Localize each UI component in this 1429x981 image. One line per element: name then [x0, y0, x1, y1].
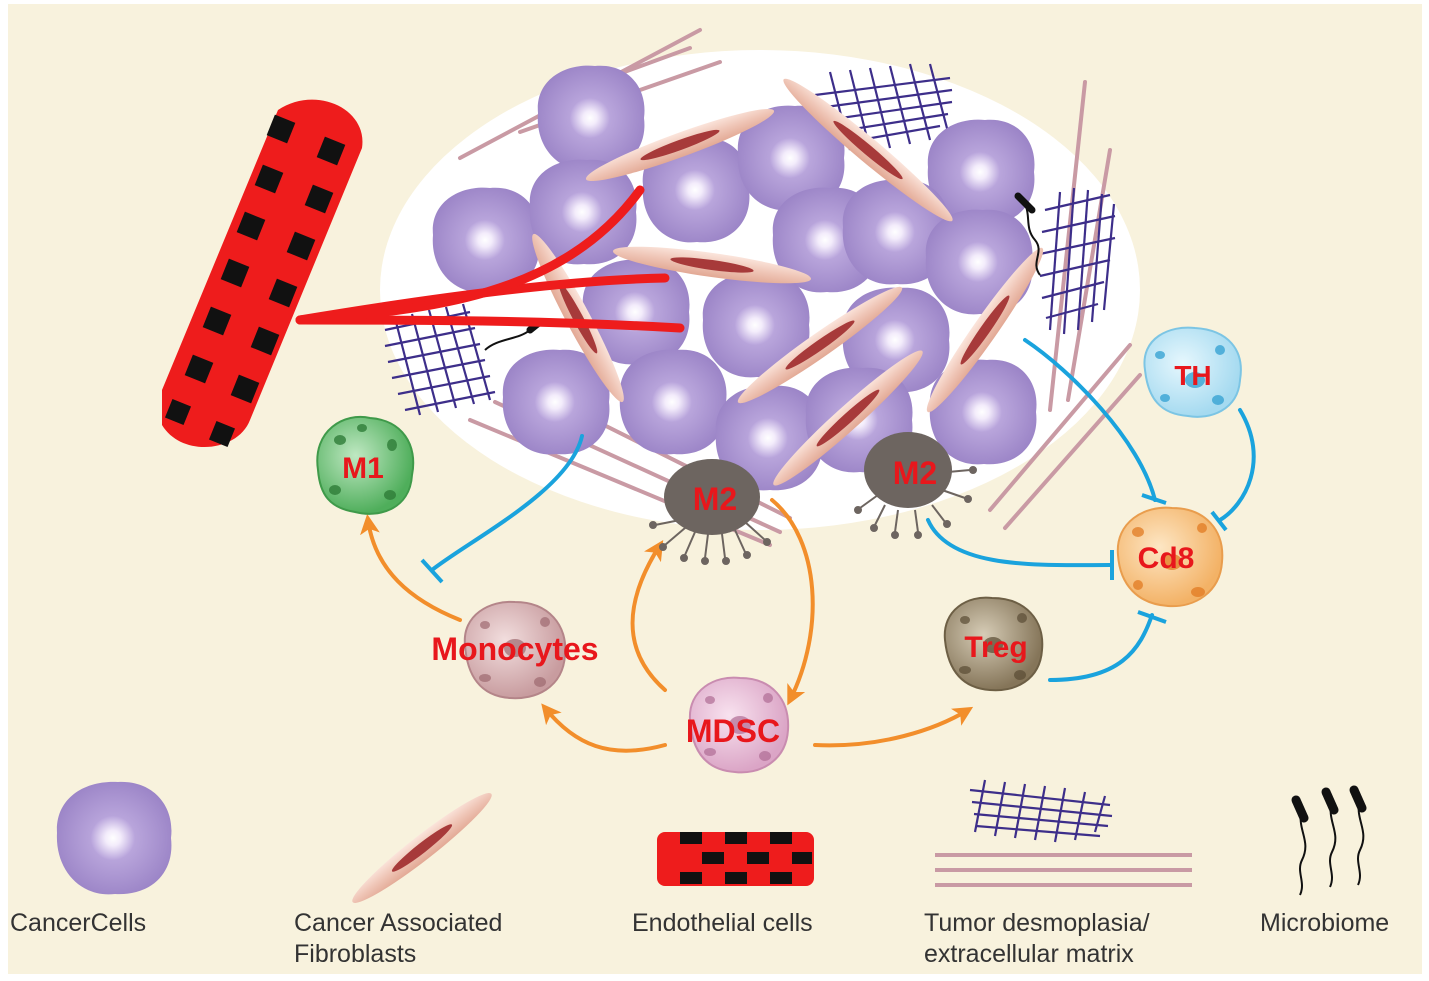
cancer-cell — [702, 272, 810, 378]
inhibition-th-to-cd8 — [1218, 408, 1256, 522]
cancer-cell — [537, 65, 645, 171]
matrix-line — [1066, 148, 1112, 402]
cancer-cell — [432, 187, 540, 293]
fibroblast — [773, 350, 923, 486]
arrow-monocyte-to-m1 — [360, 514, 462, 622]
matrix-line — [988, 343, 1132, 512]
activation-arrows — [360, 498, 974, 753]
cancer-cell — [619, 349, 727, 455]
inhibition-treg-to-cd8 — [1048, 613, 1154, 682]
cancer-cell — [737, 105, 845, 211]
legend-microbiome-label: Microbiome — [1260, 909, 1390, 937]
legend-matrix-label-line1: Tumor desmoplasia/ — [924, 909, 1150, 937]
m2-cell-left: M2 — [649, 459, 771, 565]
fibroblast — [737, 286, 903, 404]
cancer-cell — [502, 349, 610, 455]
arrow-mdsc-to-treg — [813, 706, 974, 748]
fibroblast — [926, 247, 1044, 413]
m2-left-label: M2 — [693, 481, 737, 517]
desmoplasia-mesh-right — [1039, 187, 1116, 335]
legend-endothelial-icon — [657, 832, 814, 886]
inhibition-to-m1 — [430, 434, 584, 572]
matrix-line — [1003, 373, 1142, 530]
arrow-m2-to-mdsc — [770, 498, 815, 706]
inhibition-lines — [430, 338, 1256, 682]
mdsc-label: MDSC — [686, 713, 780, 749]
cancer-cell — [642, 137, 750, 243]
legend-mesh-icon — [969, 779, 1113, 843]
inhibition-m2-to-cd8 — [926, 518, 1112, 568]
cd8-cell: Cd8 — [1116, 506, 1224, 608]
fibroblast — [783, 78, 953, 222]
legend-fibroblast-icon — [352, 793, 492, 903]
matrix-line — [1048, 80, 1087, 412]
monocyte-cell: Monocytes — [431, 600, 599, 700]
mdsc-cell: MDSC — [686, 676, 790, 774]
cd8-label: Cd8 — [1138, 542, 1195, 575]
inhibition-bars — [420, 493, 1228, 624]
legend-microbiome-icon — [1291, 785, 1367, 896]
cancer-cell — [529, 159, 637, 265]
treg-cell: Treg — [943, 596, 1044, 692]
m2-cell-right: M2 — [854, 432, 977, 539]
fibroblast — [585, 108, 775, 182]
inhibition-tumor-to-cd8 — [1023, 338, 1157, 502]
fibroblast — [532, 233, 624, 403]
m1-cell: M1 — [316, 415, 415, 515]
monocytes-label: Monocytes — [431, 631, 598, 667]
cancer-cell — [927, 119, 1035, 225]
th-cell: TH — [1143, 326, 1242, 418]
legend-matrix-label-line2: extracellular matrix — [924, 940, 1134, 968]
desmoplasia-mesh-left — [384, 303, 496, 416]
endothelial-vessel — [162, 99, 363, 448]
angiogenic-sprouts — [295, 185, 685, 333]
legend-caf-label-line1: Cancer Associated — [294, 909, 503, 937]
m2-right-label: M2 — [893, 455, 937, 491]
arrow-mdsc-to-monocytes — [541, 703, 667, 753]
fibroblast — [612, 246, 812, 284]
fibroblasts-group — [532, 78, 1044, 486]
arrow-mdsc-to-m2 — [630, 539, 667, 692]
legend-caf-label-line2: Fibroblasts — [294, 940, 417, 968]
legend-cancer-cells-label: CancerCells — [10, 909, 147, 937]
m1-label: M1 — [342, 452, 384, 485]
treg-label: Treg — [964, 631, 1027, 664]
legend-endothelial-label: Endothelial cells — [632, 909, 813, 937]
th-label: TH — [1174, 360, 1211, 391]
legend-cancer-cell-icon — [56, 781, 172, 895]
legend-matrix-lines-icon — [935, 853, 1192, 887]
